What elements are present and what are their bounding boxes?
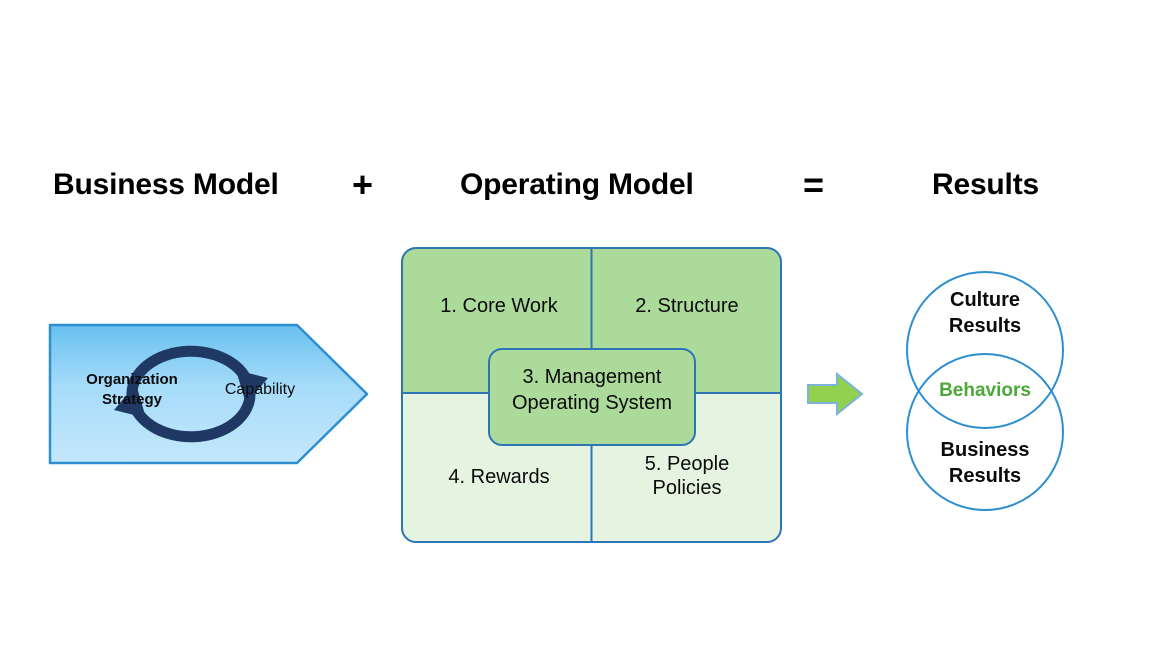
- capability-label: Capability: [224, 381, 296, 398]
- culture-results-line2: Results: [948, 314, 1022, 337]
- business-results-line2: Results: [948, 464, 1022, 487]
- business-model-shape: Organization Strategy Capability: [46, 320, 371, 468]
- venn-label-business-results: Business Results: [892, 438, 1078, 489]
- organization-strategy-line2: Strategy: [101, 391, 163, 409]
- culture-results-line1: Culture: [950, 289, 1020, 311]
- business-results-line1: Business: [940, 439, 1030, 461]
- equals-operator: =: [803, 164, 824, 205]
- quadrant-label-rewards: 4. Rewards: [448, 466, 550, 488]
- venn-svg: [906, 271, 1064, 511]
- venn-circle-culture-results: [906, 271, 1064, 429]
- right-arrow-shape: [807, 371, 864, 417]
- center-box-line2: Operating System: [511, 391, 673, 414]
- center-box-management-operating-system: [488, 348, 696, 446]
- organization-strategy-label: Organization Strategy: [72, 370, 192, 411]
- header-results: Results: [932, 168, 1039, 201]
- organization-strategy-line1: Organization: [86, 371, 178, 388]
- venn-label-culture-results: Culture Results: [892, 288, 1078, 339]
- cycle-arrowhead-left: [114, 384, 146, 418]
- center-box-line1: 3. Management: [522, 366, 662, 388]
- cycle-arrowhead-right: [236, 370, 268, 404]
- quadrant-label-structure: 2. Structure: [635, 295, 739, 317]
- chevron-arrow-svg: [48, 323, 369, 465]
- people-policies-line2: Policies: [652, 477, 722, 500]
- right-arrow-icon: [807, 371, 864, 417]
- chevron-body: [48, 323, 369, 465]
- header-business-model: Business Model: [53, 168, 279, 201]
- people-policies-line1: 5. People: [644, 453, 730, 475]
- header-operating-model: Operating Model: [460, 168, 694, 201]
- venn-circle-business-results: [906, 353, 1064, 511]
- quadrant-label-core-work: 1. Core Work: [440, 295, 558, 317]
- operating-model-grid-svg: [401, 247, 782, 543]
- venn-label-behaviors: Behaviors: [939, 380, 1031, 401]
- plus-operator: +: [352, 164, 373, 205]
- quadrant-label-people-policies: 5. People Policies: [596, 452, 778, 501]
- center-box-label: 3. Management Operating System: [492, 365, 692, 416]
- operating-model-grid: 1. Core Work 2. Structure 4. Rewards 5. …: [400, 246, 783, 544]
- results-venn-diagram: Culture Results Behaviors Business Resul…: [892, 266, 1078, 516]
